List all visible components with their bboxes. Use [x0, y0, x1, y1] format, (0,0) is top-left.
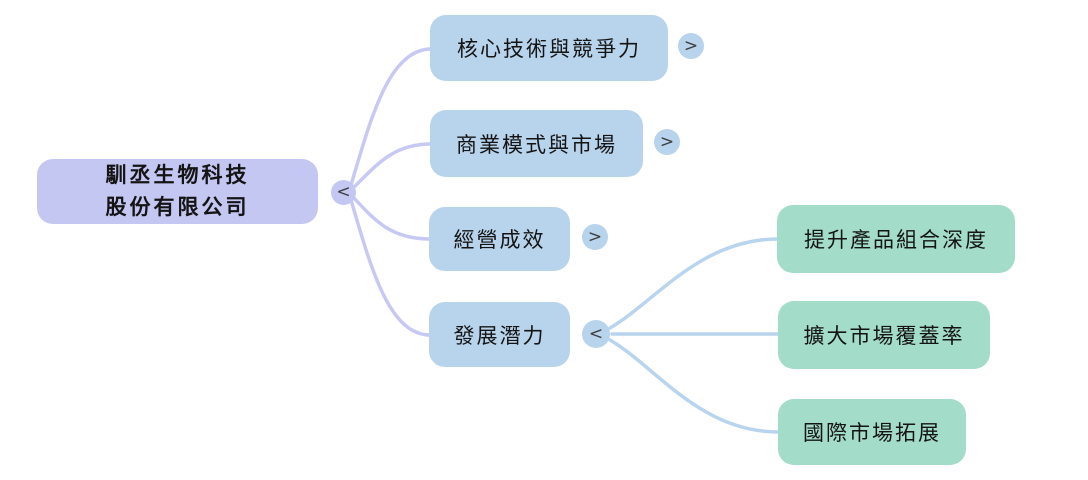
- root-label-line2: 股份有限公司: [105, 194, 250, 219]
- collapse-toggle-root[interactable]: <: [331, 180, 356, 205]
- branch-node-development-potential[interactable]: 發展潛力: [429, 302, 570, 367]
- root-label-line1: 馴丞生物科技: [105, 163, 250, 187]
- sub-node-international-expansion[interactable]: 國際市場拓展: [778, 399, 966, 465]
- sub-node-product-portfolio-depth[interactable]: 提升產品組合深度: [777, 205, 1015, 273]
- sub-label: 國際市場拓展: [803, 421, 941, 445]
- sub-label: 擴大市場覆蓋率: [803, 324, 965, 348]
- sub-label: 提升產品組合深度: [804, 228, 988, 252]
- branch-label: 核心技術與競爭力: [457, 37, 641, 61]
- branch-label: 商業模式與市場: [456, 132, 617, 157]
- connector-root-to-operating: [351, 195, 432, 241]
- branch-node-business-model[interactable]: 商業模式與市場: [430, 110, 643, 177]
- root-node-company[interactable]: 馴丞生物科技 股份有限公司: [37, 159, 318, 224]
- expand-toggle-operating-results[interactable]: >: [582, 224, 608, 250]
- connector-dev-to-product-depth: [608, 237, 780, 330]
- branch-label: 經營成效: [453, 228, 546, 252]
- branch-node-operating-results[interactable]: 經營成效: [429, 207, 570, 271]
- connector-root-to-development: [349, 198, 432, 337]
- sub-node-market-coverage[interactable]: 擴大市場覆蓋率: [778, 301, 990, 369]
- connector-root-to-business-model: [351, 142, 433, 190]
- branch-label: 發展潛力: [453, 323, 546, 348]
- connector-dev-to-international: [608, 338, 780, 434]
- collapse-toggle-development-potential[interactable]: <: [582, 320, 610, 348]
- connector-root-to-core-tech: [349, 47, 433, 187]
- expand-toggle-core-technology[interactable]: >: [678, 33, 704, 59]
- branch-node-core-technology[interactable]: 核心技術與競爭力: [430, 15, 668, 81]
- expand-toggle-business-model[interactable]: >: [654, 129, 680, 155]
